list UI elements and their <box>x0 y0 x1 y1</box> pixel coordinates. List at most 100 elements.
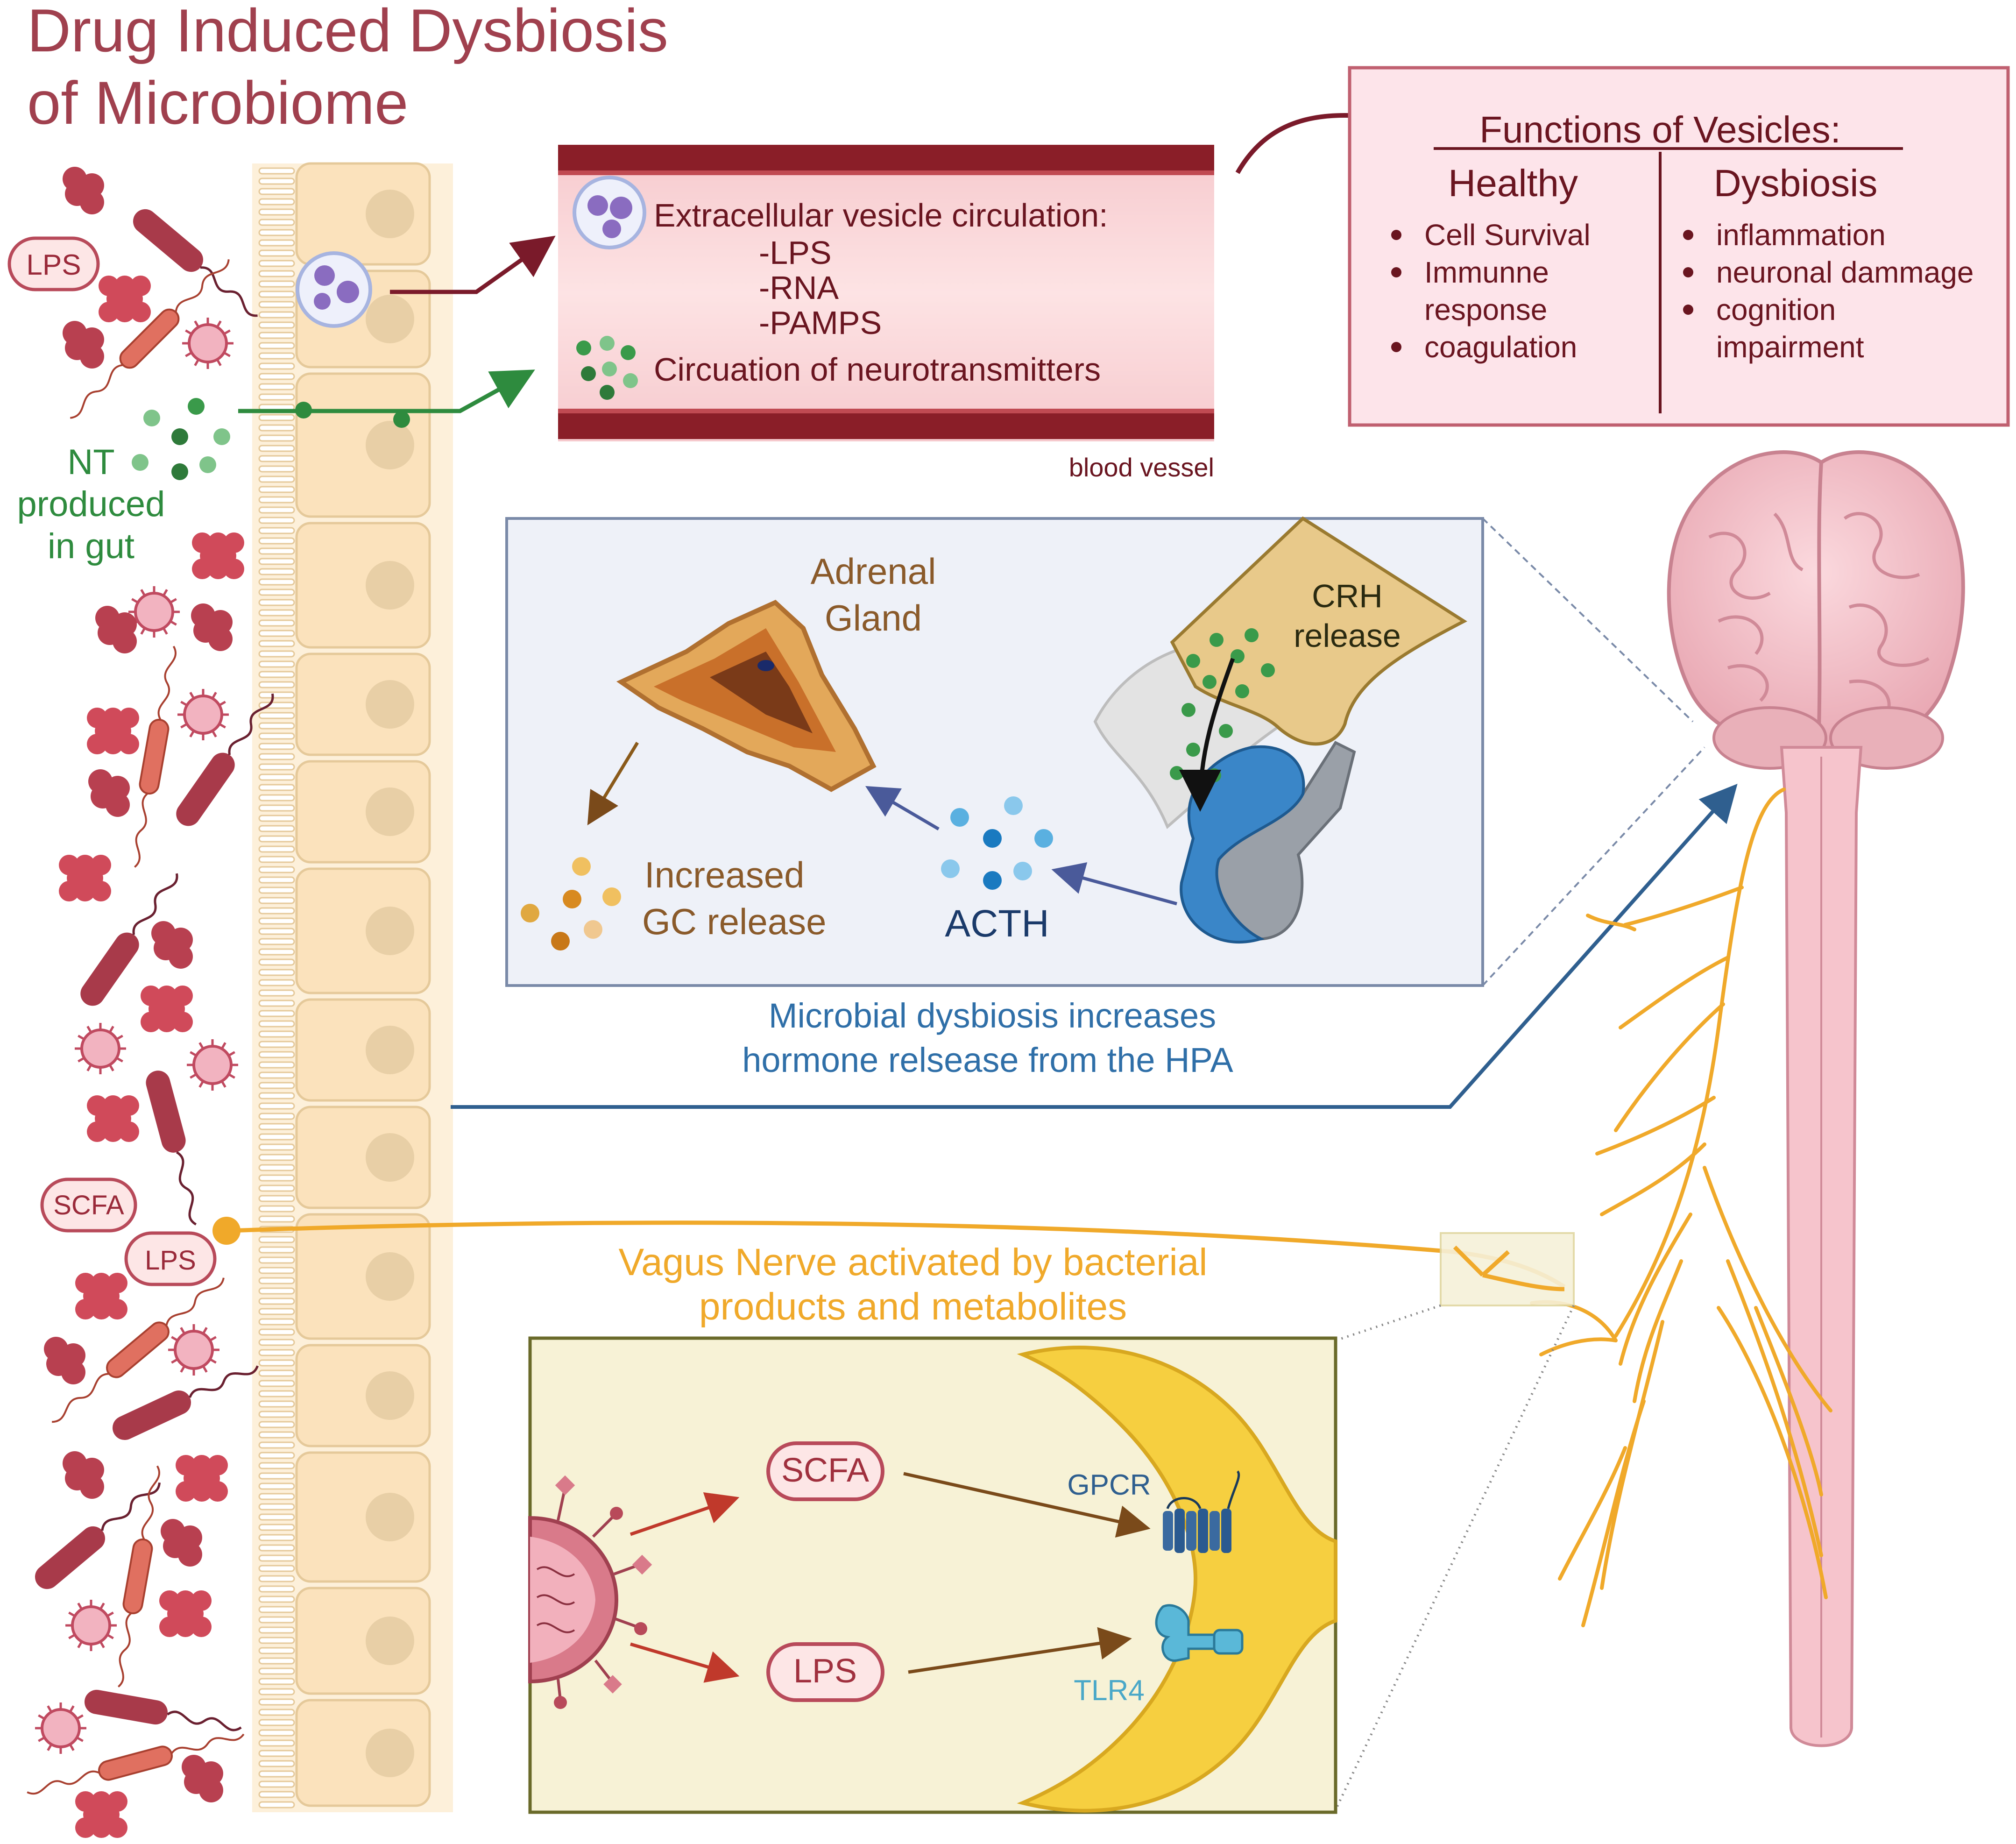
lps-pill: LPS <box>766 1642 884 1702</box>
cocci-bacteria-icon <box>63 321 104 369</box>
cocci-bacteria-icon <box>191 603 233 651</box>
flagellated-bacteria-icon <box>134 645 177 868</box>
scfa-to-gpcr-arrow <box>903 1472 1151 1538</box>
nerve-zoom-box <box>1440 1232 1575 1306</box>
staph-cluster-icon <box>75 1273 127 1319</box>
bacterium-to-scfa-arrow <box>630 1492 740 1536</box>
flagellated-bacteria-icon <box>27 1733 245 1795</box>
staph-cluster-icon <box>192 532 244 579</box>
vessel-nt-dots <box>576 336 638 400</box>
nt-label: NT produced in gut <box>17 442 165 566</box>
bacterium-to-lps-arrow <box>630 1642 740 1683</box>
dysbiosis-item-1: inflammation <box>1716 218 1886 252</box>
title-line-2: of Microbiome <box>27 69 408 137</box>
cocci-bacteria-icon <box>63 167 104 214</box>
spinal-cord <box>1780 746 1863 1747</box>
gc-label-line-1: Increased <box>644 854 805 895</box>
healthy-item-2-cont: response <box>1424 293 1547 326</box>
nt-line-1: NT <box>67 442 114 482</box>
staph-cluster-icon <box>176 1455 228 1502</box>
staph-cluster-icon <box>99 276 151 322</box>
cocci-bacteria-icon <box>63 1451 104 1499</box>
acth-to-adrenal-arrow <box>865 786 940 831</box>
staph-cluster-icon <box>59 855 111 901</box>
ev-circulation-title: Extracellular vesicle circulation: <box>654 197 1108 234</box>
adrenal-to-gc-arrow <box>587 742 639 825</box>
rod-bacteria-icon <box>133 209 258 317</box>
scfa-badge: SCFA <box>40 1177 137 1233</box>
epithelial-cell <box>295 652 431 756</box>
pituitary-to-acth-arrow <box>1051 862 1177 906</box>
gpcr-receptor-icon <box>1163 1470 1240 1553</box>
vagus-caption-line-2: products and metabolites <box>699 1285 1127 1328</box>
epithelial-cell <box>295 522 431 649</box>
vesicle-to-vessel-arrow <box>390 235 556 294</box>
hpa-caption-line-2: hormone relsease from the HPA <box>742 1041 1233 1079</box>
healthy-item-3: coagulation <box>1424 330 1577 364</box>
cocci-bacteria-icon <box>95 606 137 653</box>
hpa-caption-line-1: Microbial dysbiosis increases <box>769 996 1216 1035</box>
virus-icon <box>35 1702 86 1754</box>
lps-to-tlr4-arrow <box>908 1627 1132 1674</box>
rod-bacteria-icon <box>80 873 178 1006</box>
virus-icon <box>128 586 180 638</box>
vagus-zoom-line-bottom <box>1334 1305 1575 1811</box>
hpa-zoom-line-bottom <box>1482 746 1705 986</box>
scfa-pill: SCFA <box>766 1441 884 1501</box>
ev-item-rna: -RNA <box>759 270 839 306</box>
virus-icon <box>187 1039 238 1091</box>
staph-cluster-icon <box>75 1791 127 1838</box>
cocci-bacteria-icon <box>88 769 130 817</box>
rod-bacteria-icon <box>35 1482 161 1589</box>
epithelial-cell <box>295 1106 431 1209</box>
gut-epithelium <box>252 162 453 1812</box>
dysbiosis-item-2: neuronal dammage <box>1716 255 1974 289</box>
nt-to-vessel-arrow <box>238 369 535 428</box>
epithelial-cell <box>295 162 431 266</box>
epithelial-cell <box>295 1587 431 1695</box>
epithelial-cell <box>295 760 431 864</box>
functions-title: Functions of Vesicles: <box>1479 109 1841 150</box>
gut-microbes <box>27 167 274 1838</box>
bacterium-illustration <box>528 1475 652 1709</box>
epithelial-cell <box>295 867 431 994</box>
gut-to-brain-hpa-line <box>451 784 1738 1109</box>
flagellated-bacteria-icon <box>70 259 230 419</box>
functions-panel: Functions of Vesicles: Healthy Dysbiosis… <box>1348 66 2010 427</box>
cocci-bacteria-icon <box>182 1755 223 1802</box>
virus-icon <box>177 689 229 740</box>
vagus-nerve <box>1530 787 1832 1627</box>
brain-illustration <box>1667 450 1965 770</box>
virus-icon <box>65 1600 117 1651</box>
rod-bacteria-icon <box>146 1071 197 1226</box>
vagus-caption-line-1: Vagus Nerve activated by bacterial <box>618 1241 1207 1284</box>
crh-label-line-1: CRH <box>1312 578 1383 614</box>
lps-pill-label: LPS <box>793 1653 857 1690</box>
nt-line-3: in gut <box>48 526 134 566</box>
tlr4-label: TLR4 <box>1074 1674 1145 1707</box>
crh-release-arrow <box>1179 658 1235 812</box>
lps-badge-top-label: LPS <box>26 249 81 281</box>
gc-label-line-2: GC release <box>642 901 827 942</box>
blood-vessel <box>558 145 1214 441</box>
epithelial-cell <box>295 998 431 1102</box>
hpa-zoom-line-top <box>1482 518 1694 723</box>
dysbiosis-item-3: cognition <box>1716 293 1836 326</box>
scfa-badge-label: SCFA <box>53 1190 124 1220</box>
blood-vessel-label: blood vessel <box>1069 453 1214 482</box>
lps-badge-bottom-label: LPS <box>145 1245 196 1276</box>
microvilli <box>258 167 295 1809</box>
epithelial-cell <box>295 1699 431 1807</box>
gpcr-label: GPCR <box>1067 1469 1151 1501</box>
healthy-item-2: Immunne <box>1424 255 1549 289</box>
lps-badge-bottom: LPS <box>124 1231 217 1286</box>
vessel-vesicle-icon <box>573 176 646 249</box>
adrenal-label-line-2: Gland <box>825 597 922 638</box>
cocci-bacteria-icon <box>44 1337 85 1384</box>
nt-circulation-text: Circuation of neurotransmitters <box>654 351 1101 388</box>
dysbiosis-item-3-cont: impairment <box>1716 330 1864 364</box>
epithelial-cell <box>295 1344 431 1447</box>
title-line-1: Drug Induced Dysbiosis <box>27 0 668 64</box>
flagellated-bacteria-icon <box>117 1465 161 1688</box>
